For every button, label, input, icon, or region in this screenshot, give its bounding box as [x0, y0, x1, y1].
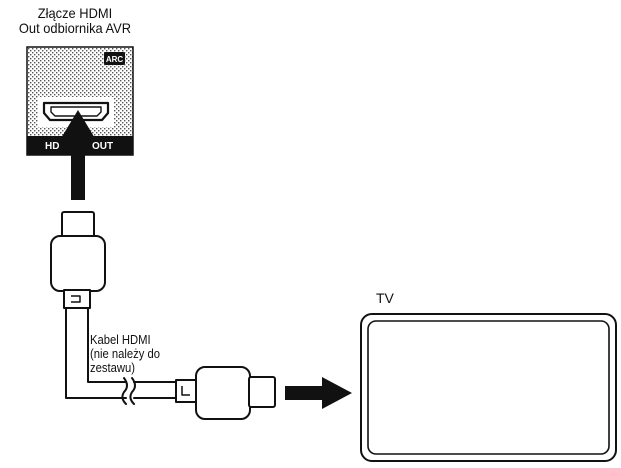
arrow-up-to-receiver — [60, 110, 96, 200]
arrow-right-to-tv — [285, 377, 352, 409]
receiver-connector-label-line1: Złącze HDMI — [37, 5, 113, 21]
plug-tip — [248, 376, 276, 408]
cable-label: Kabel HDMI (nie należy do zestawu) — [90, 333, 160, 375]
port-label-right: OUT — [92, 141, 113, 152]
hdmi-plug-receiver-end — [50, 211, 106, 309]
tv — [360, 313, 617, 462]
plug-strain-relief — [175, 379, 199, 403]
tv-frame-inner — [367, 320, 610, 455]
tv-label: TV — [376, 290, 394, 306]
arc-badge-text: ARC — [106, 55, 124, 64]
receiver-connector-label: Złącze HDMI Out odbiornika AVR — [15, 6, 135, 35]
plug-housing — [195, 366, 251, 420]
port-label-left: HD — [45, 141, 59, 152]
hdmi-plug-tv-end — [175, 366, 276, 420]
receiver-connector-label-line2: Out odbiornika AVR — [18, 19, 132, 36]
cable-label-line3: zestawu) — [90, 361, 136, 375]
hdmi-cable — [65, 307, 179, 405]
tv-frame-outer — [360, 313, 617, 462]
plug-strain-relief — [63, 289, 91, 309]
cable-label-line1: Kabel HDMI — [90, 333, 151, 347]
arc-badge: ARC — [104, 52, 125, 65]
cable-label-line2: (nie należy do — [90, 347, 161, 361]
plug-tip — [61, 211, 95, 238]
plug-housing — [50, 235, 106, 292]
